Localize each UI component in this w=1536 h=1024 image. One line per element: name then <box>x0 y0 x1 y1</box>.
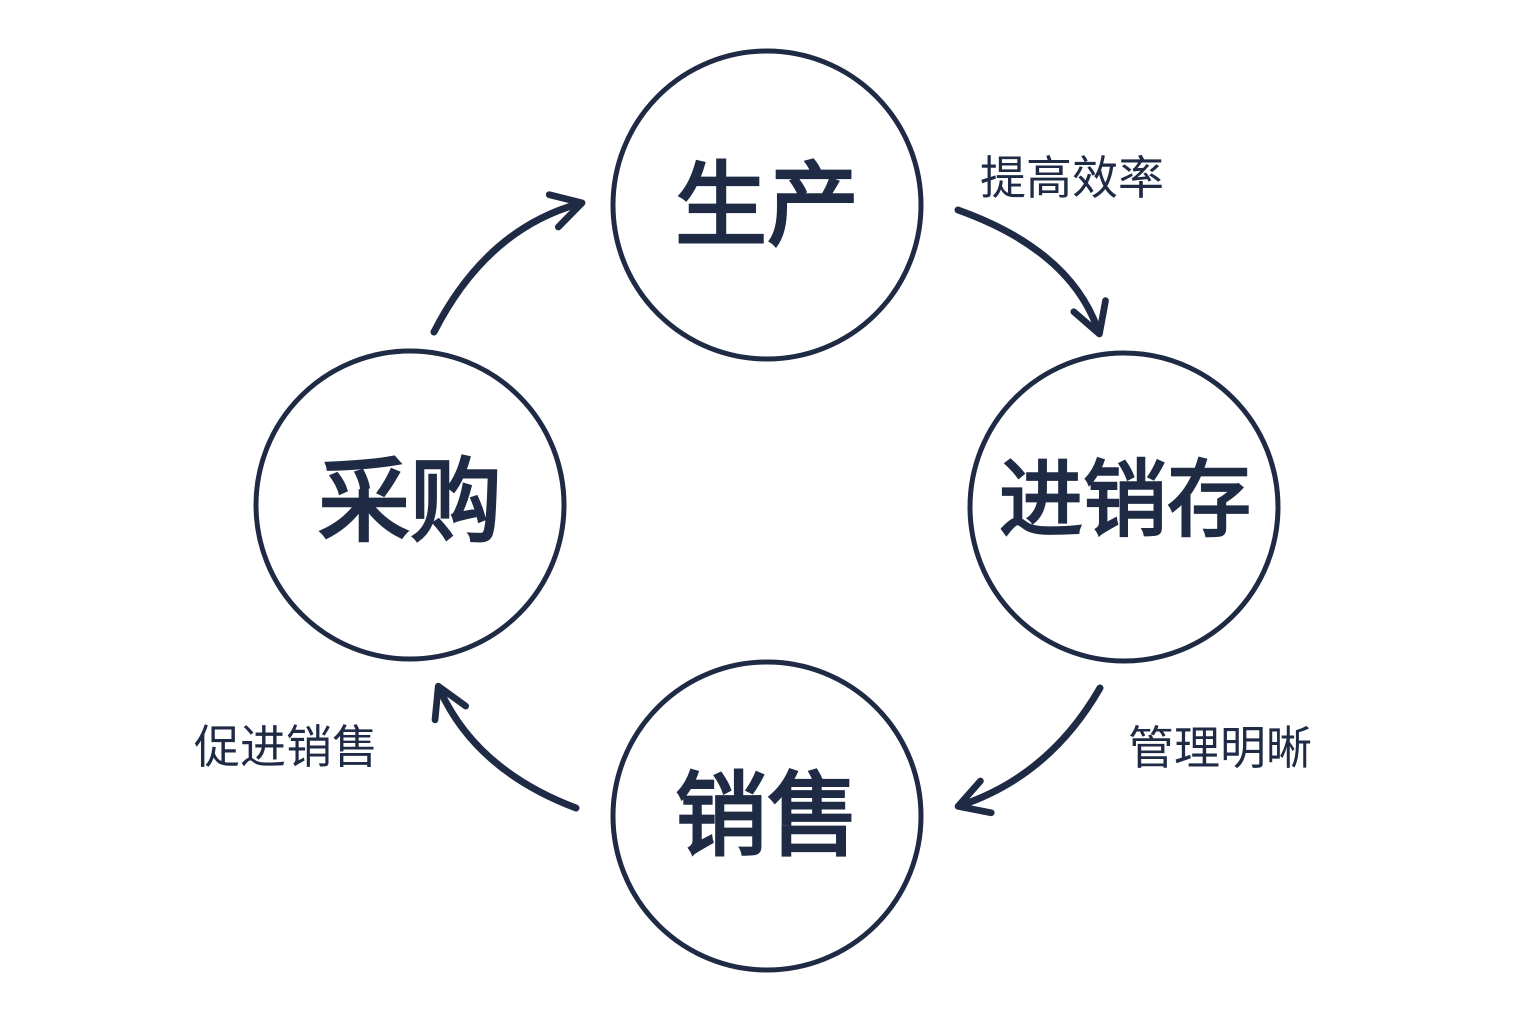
edge-label-inventory-to-sales: 管理明晰 <box>1128 721 1312 775</box>
node-production-circle <box>610 48 924 362</box>
node-purchasing-circle <box>253 348 567 662</box>
node-production: 生产 <box>610 48 924 362</box>
node-purchasing-label: 采购 <box>318 449 502 556</box>
node-purchasing: 采购 <box>253 348 567 662</box>
arrow-inventory-to-sales <box>954 684 1104 817</box>
arrow-production-to-inventory <box>954 206 1109 338</box>
node-inventory-label: 进销存 <box>999 451 1251 549</box>
arrow-sales-to-purchasing <box>431 682 580 812</box>
node-sales: 销售 <box>610 659 924 973</box>
arrow-purchasing-to-production <box>430 191 586 336</box>
node-sales-circle <box>610 659 924 973</box>
edge-label-sales-to-purchasing: 促进销售 <box>194 720 378 774</box>
node-inventory-circle <box>967 350 1281 664</box>
node-production-label: 生产 <box>675 153 859 260</box>
node-inventory: 进销存 <box>967 350 1281 664</box>
node-sales-label: 销售 <box>675 763 859 870</box>
edge-label-production-to-inventory: 提高效率 <box>980 151 1164 205</box>
